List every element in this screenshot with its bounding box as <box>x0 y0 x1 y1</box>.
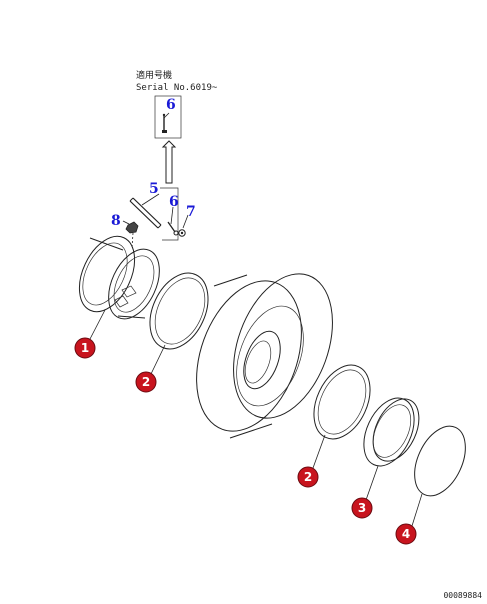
tire <box>196 273 333 439</box>
drawing-number: 00089884 <box>443 591 482 600</box>
svg-text:3: 3 <box>358 501 366 515</box>
lock-nut <box>125 221 139 249</box>
applicability-label: 適用号機 <box>136 69 172 81</box>
flange-ring-right <box>313 364 371 440</box>
callout-8: 8 <box>111 213 121 229</box>
callout-5: 5 <box>149 181 159 197</box>
badge-1-rim: 1 <box>74 337 96 359</box>
valve-stem <box>167 221 179 236</box>
wheel-rim <box>78 235 160 320</box>
direction-arrow <box>161 140 177 184</box>
callout-6: 6 <box>169 194 179 210</box>
svg-text:2: 2 <box>142 375 150 389</box>
valve-cap <box>178 229 186 237</box>
bead-seat-band <box>363 397 420 467</box>
badge-4-lock-ring: 4 <box>395 523 417 545</box>
badge-3-bead-seat-band: 3 <box>351 497 373 519</box>
callout-6-top: 6 <box>166 97 176 113</box>
badge-2-right-flange: 2 <box>297 466 319 488</box>
flange-ring-left <box>149 272 209 350</box>
svg-text:1: 1 <box>81 341 89 355</box>
callout-7: 7 <box>186 204 196 220</box>
lock-ring <box>414 425 466 497</box>
detail-box <box>154 95 182 139</box>
valve-tube <box>129 197 162 229</box>
valve-stem-detail-top <box>162 113 167 133</box>
serial-number-label: Serial No.6019~ <box>136 83 218 93</box>
svg-text:2: 2 <box>304 470 312 484</box>
svg-text:4: 4 <box>402 527 410 541</box>
valve-bracket <box>160 187 179 241</box>
badge-2-left-flange: 2 <box>135 371 157 393</box>
